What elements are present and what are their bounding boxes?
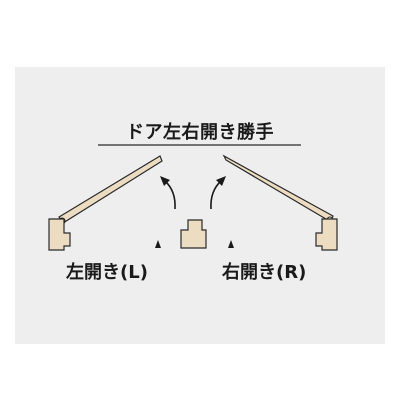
- right-door-frame: [315, 218, 338, 251]
- right-opening-label: 右開き(R): [222, 262, 307, 283]
- left-door-leaf: [58, 155, 163, 224]
- right-direction-marker-icon: [228, 240, 234, 248]
- center-frame-section: [180, 219, 207, 249]
- left-swing-arrowhead-icon: [160, 176, 170, 186]
- left-door-frame: [48, 218, 71, 251]
- right-swing-arrowhead-icon: [216, 176, 226, 186]
- left-direction-marker-icon: [155, 240, 161, 248]
- right-door-leaf: [222, 154, 334, 223]
- left-swing-arrow-icon: [164, 180, 176, 210]
- left-opening-label: 左開き(L): [66, 262, 148, 283]
- diagram-panel: [15, 67, 385, 344]
- right-swing-arrow-icon: [210, 180, 222, 210]
- diagram-title: ドア左右開き勝手: [126, 122, 274, 143]
